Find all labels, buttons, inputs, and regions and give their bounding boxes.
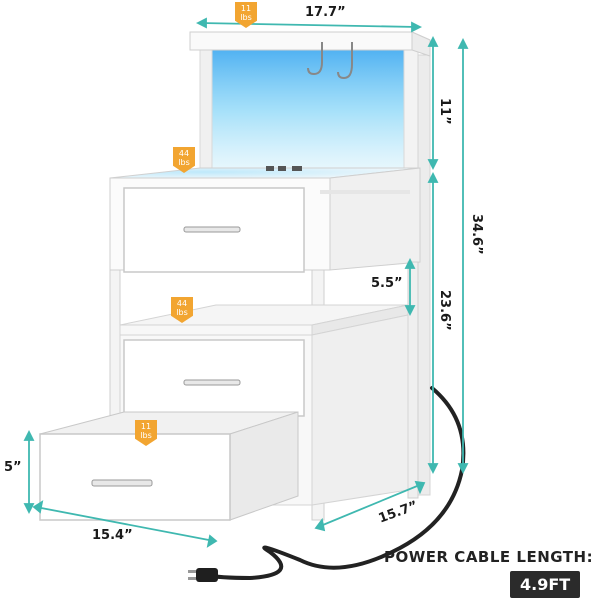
load-badge-value: 44 (178, 149, 190, 158)
total-height-label: 34.6” (469, 214, 484, 255)
top-width-label: 17.7” (305, 5, 346, 20)
load-badge: 44 lbs (171, 297, 193, 323)
dimension-lines (23, 17, 469, 548)
width-label: 15.4” (92, 528, 133, 543)
base-height-label: 23.6” (437, 290, 452, 331)
hutch-top-shelf (189, 31, 431, 57)
load-badge-value: 11 (240, 4, 252, 13)
load-badge-unit: lbs (178, 158, 190, 167)
load-badge: 11 lbs (135, 420, 157, 446)
top-drawer (123, 187, 305, 273)
plug-icon (188, 568, 218, 582)
load-badge: 44 lbs (173, 147, 195, 173)
load-badge-unit: lbs (240, 13, 252, 22)
load-badge-value: 44 (176, 299, 188, 308)
load-badge-unit: lbs (176, 308, 188, 317)
load-badge-unit: lbs (140, 431, 152, 440)
middle-drawer (123, 339, 305, 417)
power-cable-label: POWER CABLE LENGTH: (384, 548, 594, 566)
hook-icon (307, 42, 353, 80)
load-badge: 11 lbs (235, 2, 257, 28)
power-cable-value: 4.9FT (510, 571, 581, 598)
load-badge-value: 11 (140, 422, 152, 431)
shelf-gap-label: 5.5” (371, 276, 403, 291)
drawer-depth-label: 5” (4, 460, 22, 475)
hutch-height-label: 11” (437, 98, 452, 125)
open-bottom-drawer (39, 411, 299, 521)
